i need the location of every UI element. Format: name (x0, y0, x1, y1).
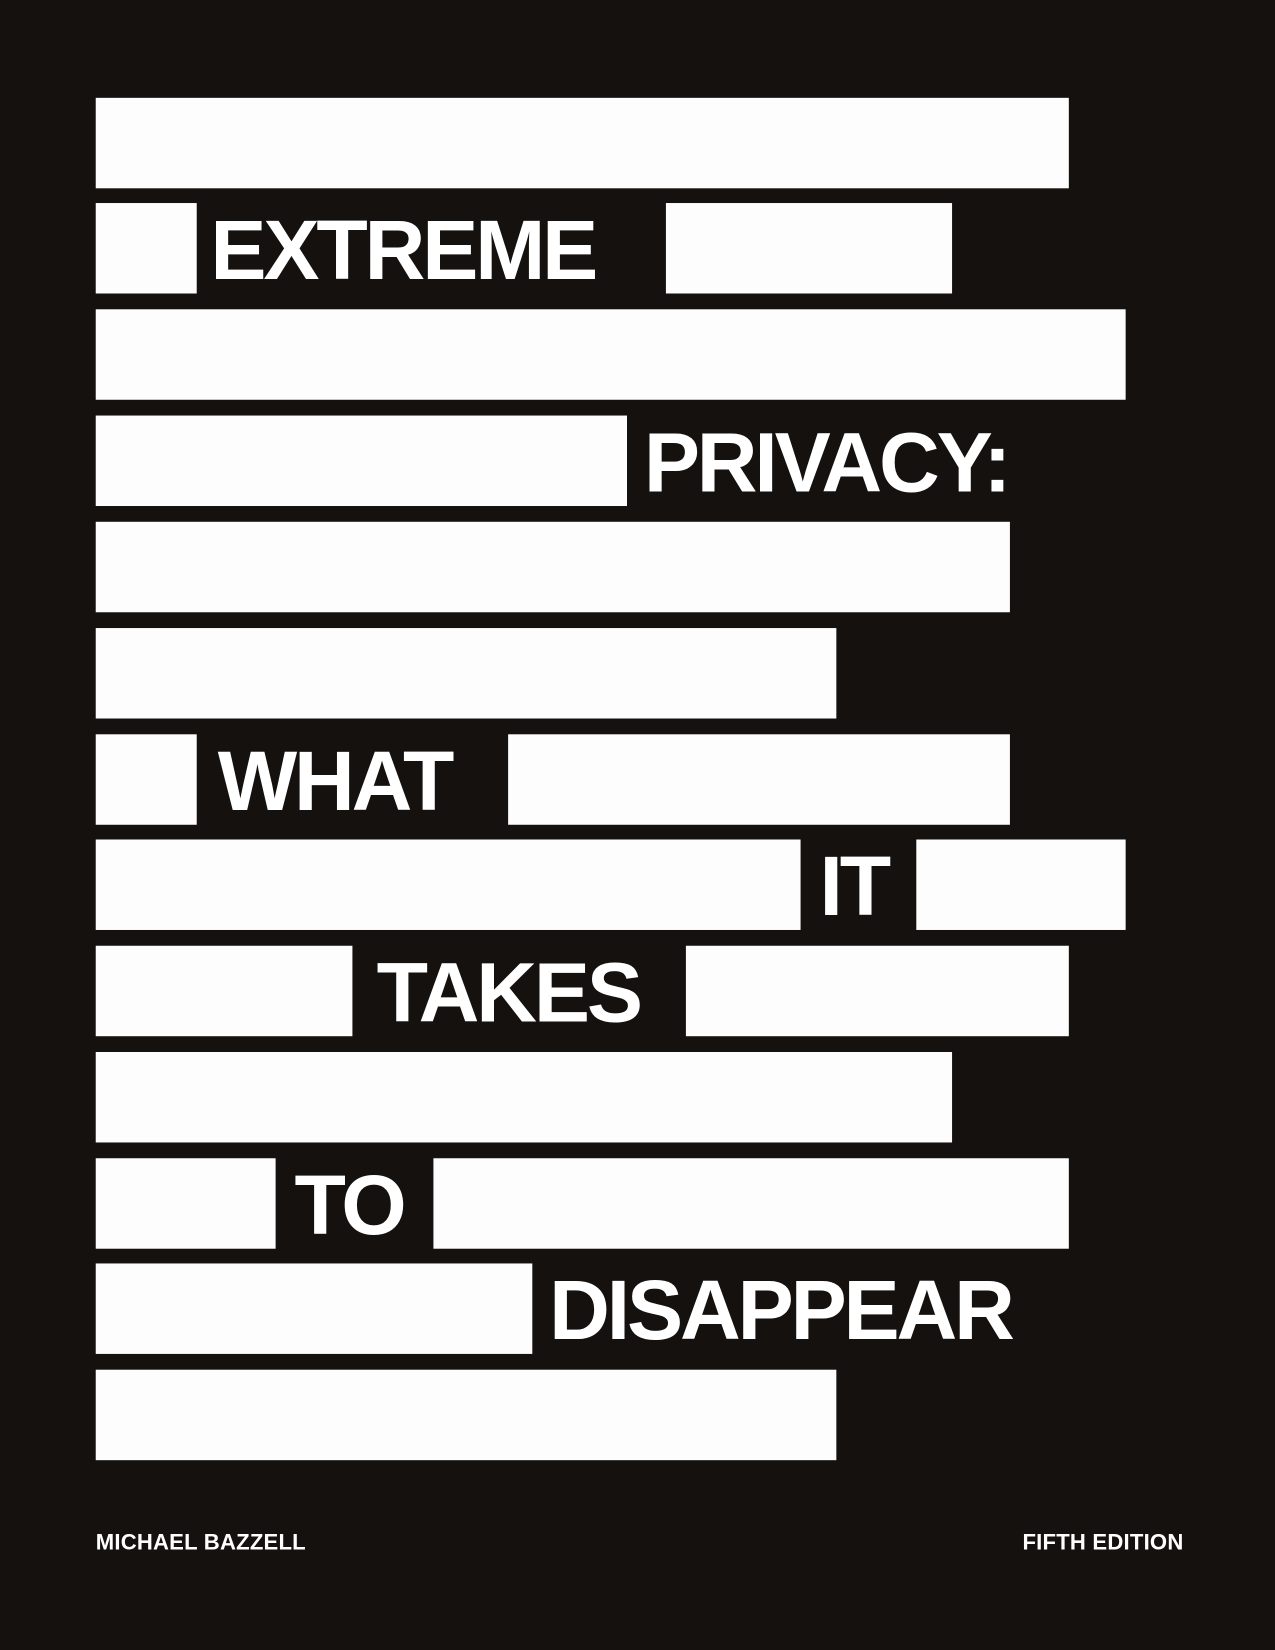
redaction-bar (95, 203, 197, 294)
redaction-bar (433, 1158, 1069, 1249)
redaction-bar (95, 1263, 533, 1354)
redaction-bar (95, 1158, 276, 1249)
title-word-extreme: EXTREME (210, 203, 598, 297)
title-word-what: WHAT (217, 734, 455, 828)
redaction-bar (95, 734, 197, 825)
redaction-bar (95, 945, 353, 1037)
title-word-it: IT (819, 839, 892, 934)
redaction-bar (916, 839, 1126, 930)
edition-label: FIFTH EDITION (1022, 1530, 1184, 1555)
title-word-privacy: PRIVACY: (643, 415, 1012, 510)
redaction-bar (95, 1369, 837, 1461)
redaction-bar (95, 628, 837, 719)
redaction-bar (95, 97, 1069, 189)
title-word-to: TO (294, 1158, 407, 1252)
redaction-bar (508, 734, 1010, 825)
redaction-bar (95, 309, 1126, 400)
title-word-disappear: DISAPPEAR (549, 1263, 1015, 1358)
redaction-bar (95, 415, 627, 507)
redaction-bar (95, 839, 801, 930)
redaction-bar (685, 945, 1069, 1037)
redaction-bar (95, 521, 1010, 613)
redaction-bar (665, 203, 953, 294)
redaction-bar (95, 1052, 953, 1143)
title-word-takes: TAKES (376, 945, 643, 1040)
author-name: MICHAEL BAZZELL (95, 1530, 306, 1555)
